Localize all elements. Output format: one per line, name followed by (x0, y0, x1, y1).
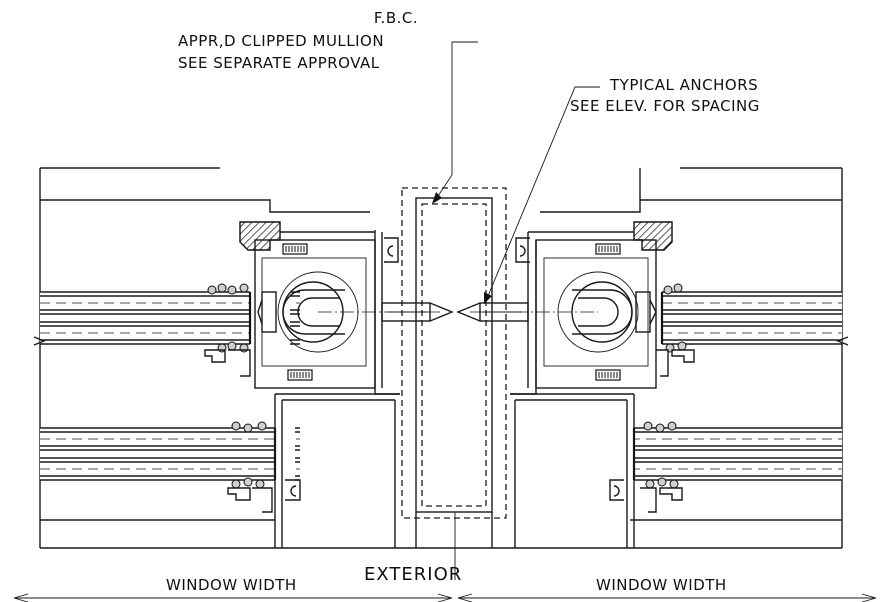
svg-text:WINDOW WIDTH: WINDOW WIDTH (596, 576, 727, 594)
svg-text:WINDOW WIDTH: WINDOW WIDTH (166, 576, 297, 594)
wall-outline-left (39, 167, 370, 548)
clipped-mullion (401, 187, 507, 548)
anchor-leader (484, 86, 600, 304)
note-anchors-line1: TYPICAL ANCHORS (609, 76, 758, 94)
note-mullion-line1: APPR,D CLIPPED MULLION (178, 32, 384, 50)
anchor-left (318, 302, 454, 322)
note-anchors-line2: SEE ELEV. FOR SPACING (570, 97, 760, 115)
label-exterior: EXTERIOR (364, 564, 462, 585)
note-fbc: F.B.C. (374, 9, 418, 27)
wall-outline-right (540, 167, 843, 548)
anchor-right (456, 302, 598, 322)
frame-profile-lower-left (227, 393, 400, 548)
dimension-window-width-right: WINDOW WIDTH (457, 576, 877, 602)
mullion-leader (432, 41, 478, 204)
note-mullion-line2: SEE SEPARATE APPROVAL (178, 54, 380, 72)
frame-profile-lower-right (510, 393, 683, 548)
dimension-window-width-left: WINDOW WIDTH (13, 576, 453, 602)
glass-unit-lower-left (39, 427, 301, 481)
